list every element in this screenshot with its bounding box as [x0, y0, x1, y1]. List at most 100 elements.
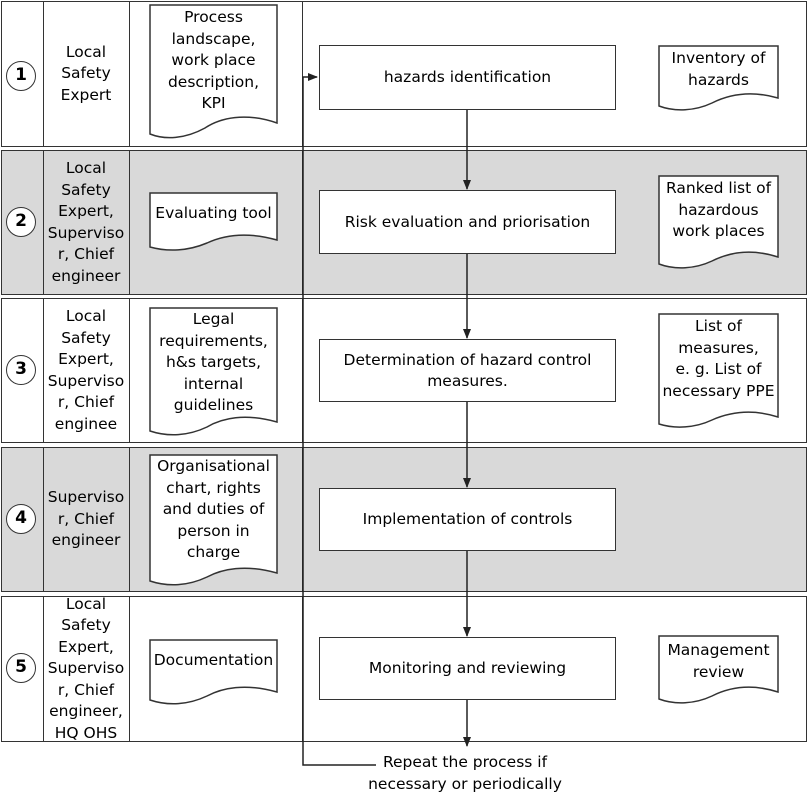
actor-line: Safety	[61, 180, 111, 199]
output-document-shape	[658, 45, 779, 111]
input-line: and duties of	[162, 500, 265, 518]
process-box-1: hazards identification	[319, 45, 616, 110]
actor-5: Local Safety Expert, Superviso r, Chief …	[44, 594, 128, 742]
divider	[43, 447, 44, 592]
output-line: Inventory of	[671, 49, 766, 67]
input-document-shape	[149, 454, 278, 586]
output-document-shape	[658, 175, 779, 269]
actor-line: Superviso	[47, 223, 125, 242]
output-line: Ranked list of	[665, 179, 772, 197]
divider	[43, 596, 44, 742]
feedback-loop-arrow	[302, 73, 376, 766]
input-line: description,	[167, 72, 260, 91]
actor-line: Safety	[61, 616, 111, 635]
divider	[43, 1, 44, 147]
input-line: KPI	[201, 94, 226, 112]
divider	[129, 596, 130, 742]
actor-2: Local Safety Expert, Superviso r, Chief …	[44, 150, 128, 295]
input-line: Documentation	[153, 651, 274, 669]
output-document-5: Management review	[659, 640, 778, 683]
output-document-2: Ranked list of hazardous work places	[659, 178, 778, 243]
process-box-4: Implementation of controls	[319, 488, 616, 551]
actor-4: Superviso r, Chief engineer	[44, 447, 128, 592]
actor-3: Local Safety Expert, Superviso r, Chief …	[44, 298, 128, 443]
output-line: List of	[695, 317, 742, 335]
actor-line: r, Chief	[57, 245, 115, 263]
actor-line: HQ OHS	[54, 723, 118, 742]
output-line: hazardous	[678, 200, 759, 219]
divider	[129, 298, 130, 443]
actor-line: r, Chief	[57, 680, 115, 699]
input-line: person in	[177, 521, 250, 540]
input-line: Organisational	[157, 457, 270, 475]
input-document-3: Legal requirements, h&s targets, interna…	[150, 309, 277, 417]
input-document-shape	[149, 639, 278, 705]
footer-line: Repeat the process if	[382, 753, 548, 771]
actor-line: Expert,	[58, 637, 114, 656]
output-document-3: List of measures, e. g. List of necessar…	[659, 316, 778, 402]
process-box-2: Risk evaluation and priorisation	[319, 190, 616, 254]
process-box-5: Monitoring and reviewing	[319, 637, 616, 700]
divider	[129, 447, 130, 592]
output-line: necessary PPE	[662, 381, 775, 400]
actor-line: Local	[65, 594, 107, 613]
actor-line: Superviso	[47, 488, 125, 507]
repeat-process-note: Repeat the process if necessary or perio…	[330, 752, 600, 795]
input-document-2: Evaluating tool	[150, 203, 277, 225]
actor-line: Expert	[60, 85, 112, 104]
output-line: Management	[667, 641, 770, 659]
input-line: Evaluating tool	[155, 204, 272, 222]
step-number-4: 4	[6, 504, 36, 534]
output-line: review	[692, 662, 745, 681]
output-line: measures,	[678, 338, 759, 357]
step-number-2: 2	[6, 207, 36, 237]
input-line: internal	[183, 374, 244, 393]
footer-line: necessary or periodically	[368, 774, 562, 793]
process-box-3: Determination of hazard control measures…	[319, 339, 616, 402]
output-document-1: Inventory of hazards	[659, 48, 778, 91]
actor-line: r, Chief	[57, 393, 115, 411]
divider	[302, 1, 303, 147]
actor-line: enginee	[54, 414, 118, 433]
input-document-shape	[149, 192, 278, 251]
input-line: chart, rights	[166, 478, 261, 497]
actor-line: Safety	[61, 328, 111, 347]
output-line: e. g. List of	[675, 360, 762, 378]
divider	[129, 150, 130, 295]
input-line: h&s targets,	[165, 353, 262, 371]
output-line: hazards	[688, 70, 749, 89]
actor-line: engineer	[51, 266, 121, 285]
input-line: work place	[171, 51, 256, 69]
input-line: requirements,	[159, 331, 268, 350]
actor-line: Superviso	[47, 371, 125, 390]
input-document-5: Documentation	[150, 650, 277, 672]
actor-line: Local	[65, 42, 107, 61]
divider	[129, 1, 130, 147]
divider	[43, 298, 44, 443]
input-document-1: Process landscape, work place descriptio…	[150, 7, 277, 115]
output-document-shape	[658, 635, 779, 704]
input-line: landscape,	[171, 29, 256, 48]
actor-line: Expert,	[58, 202, 114, 220]
actor-line: Local	[65, 159, 107, 177]
actor-line: r, Chief	[57, 509, 115, 528]
step-number-1: 1	[6, 61, 36, 91]
input-document-4: Organisational chart, rights and duties …	[150, 456, 277, 564]
input-line: Legal	[192, 310, 235, 328]
divider	[43, 150, 44, 295]
actor-line: engineer	[51, 531, 121, 550]
input-line: guidelines	[173, 396, 254, 414]
input-document-shape	[149, 4, 278, 139]
output-document-shape	[658, 313, 779, 428]
step-number-5: 5	[6, 653, 36, 683]
actor-1: Local Safety Expert	[44, 1, 128, 147]
actor-line: Local	[65, 307, 107, 325]
input-document-shape	[149, 307, 278, 436]
actor-line: Safety	[61, 64, 111, 83]
input-line: charge	[186, 543, 241, 561]
actor-line: engineer,	[49, 702, 123, 721]
step-number-3: 3	[6, 355, 36, 385]
output-line: work places	[672, 222, 765, 240]
